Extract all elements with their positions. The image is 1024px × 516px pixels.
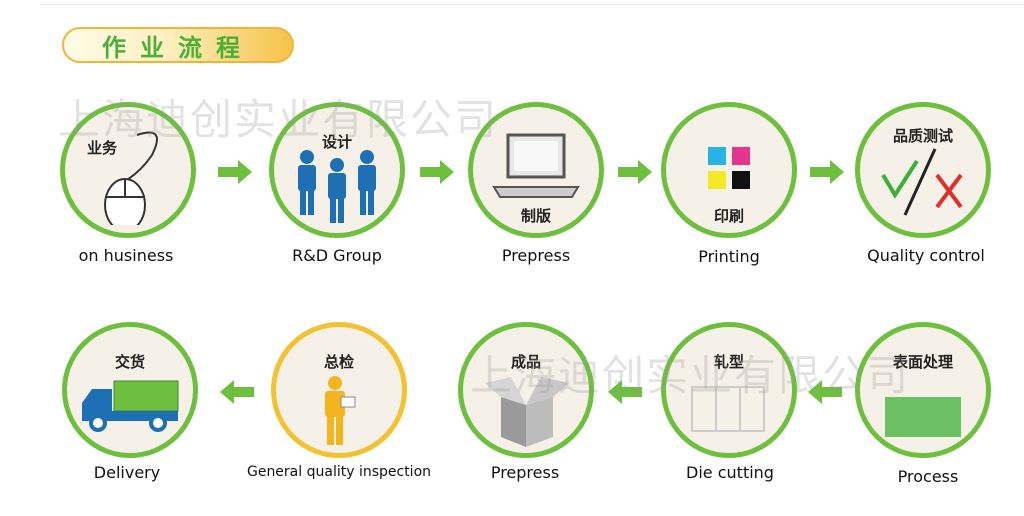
surface-icon [885,397,961,437]
step-cn-label: 制版 [520,207,551,225]
top-divider [40,4,1024,5]
watermark: 上海迪创实业有限公司 [58,95,499,144]
step-cn-label: 总检 [323,353,354,371]
arrow-right-icon [218,160,252,184]
step-cn-label: 设计 [321,133,352,151]
inspector-icon [325,376,356,445]
arrow-left-icon [808,380,842,404]
die-cut-icon [691,386,765,432]
step-printing: 印刷 [661,102,797,238]
arrow-left-icon [220,380,254,404]
step-die-cutting: 轧型 [661,322,797,458]
step-quality-control: 品质测试 [855,102,991,238]
step-cn-label: 成品 [510,353,541,371]
step-cn-label: 业务 [87,139,118,157]
step-prepress: 制版 [468,102,604,238]
arrow-right-icon [420,160,454,184]
step-cn-label: 品质测试 [892,127,953,145]
step-finished-product: 成品 [458,322,594,458]
step-design: 设计 [269,102,405,238]
step-label: Delivery [93,463,161,482]
step-label: Process [897,467,959,486]
mouse-icon [104,131,158,225]
step-cn-label: 表面处理 [892,353,953,371]
people-icon [298,150,376,223]
step-surface-process: 表面处理 [855,322,991,458]
arrow-right-icon [810,160,844,184]
step-general-inspection: 总检 [271,322,407,458]
step-label: Printing [698,247,760,266]
step-cn-label: 轧型 [713,353,744,371]
page-title: 作业流程 [62,27,294,63]
step-label: on husiness [78,246,174,265]
computer-icon [492,133,580,198]
step-cn-label: 交货 [114,353,145,371]
step-delivery: 交货 [62,322,198,458]
step-cn-label: 印刷 [713,207,744,225]
step-label: Die cutting [686,463,774,482]
step-label: General quality inspection [246,464,432,480]
watermark: 上海迪创实业有限公司 [470,351,911,400]
step-label: R&D Group [292,246,382,265]
truck-icon [82,380,179,432]
step-label: Prepress [501,246,571,265]
cmyk-icon [708,147,750,189]
step-label: Prepress [490,463,560,482]
arrow-right-icon [618,160,652,184]
check-cross-icon [881,148,963,216]
step-label: Quality control [867,246,985,265]
box-icon [485,377,569,447]
arrow-left-icon [608,380,642,404]
step-business: 业务 [60,102,196,238]
